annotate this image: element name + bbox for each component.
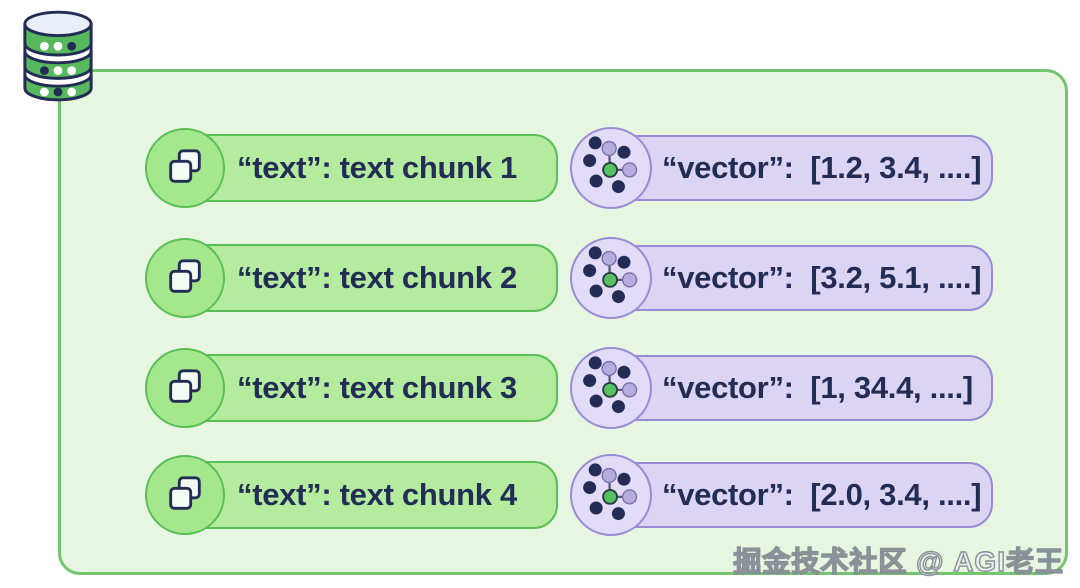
watermark: 掘金技术社区 @ AGI老王 bbox=[733, 545, 1064, 577]
vector-label: “vector”: [3.2, 5.1, ....] bbox=[662, 260, 982, 295]
text-chunk-pill: “text”: text chunk 4 bbox=[163, 461, 558, 529]
copy-squares-icon bbox=[169, 369, 201, 403]
vector-badge bbox=[570, 347, 652, 429]
vector-nodes-icon bbox=[583, 463, 638, 521]
copy-squares-icon bbox=[169, 476, 201, 510]
text-chunk-label: “text”: text chunk 1 bbox=[237, 150, 517, 185]
vector-label: “vector”: [2.0, 3.4, ....] bbox=[662, 477, 982, 512]
copy-squares-icon bbox=[169, 149, 201, 183]
vector-badge bbox=[570, 454, 652, 536]
vector-label: “vector”: [1.2, 3.4, ....] bbox=[662, 150, 982, 185]
vector-nodes-icon bbox=[583, 136, 638, 194]
vector-badge bbox=[570, 237, 652, 319]
text-chunk-badge bbox=[145, 348, 225, 428]
record-row: “text”: text chunk 3 “vector”: [1, 34.4,… bbox=[0, 346, 1080, 430]
record-row: “text”: text chunk 1 “vector”: [1.2, 3.4… bbox=[0, 126, 1080, 210]
vector-label: “vector”: [1, 34.4, ....] bbox=[662, 370, 973, 405]
vector-pill: “vector”: [1, 34.4, ....] bbox=[578, 355, 993, 421]
text-chunk-label: “text”: text chunk 3 bbox=[237, 370, 517, 405]
text-chunk-badge bbox=[145, 238, 225, 318]
vector-badge bbox=[570, 127, 652, 209]
database-icon bbox=[23, 10, 93, 102]
copy-squares-icon bbox=[169, 259, 201, 293]
text-chunk-badge bbox=[145, 455, 225, 535]
text-chunk-pill: “text”: text chunk 2 bbox=[163, 244, 558, 312]
vector-nodes-icon bbox=[583, 246, 638, 304]
text-chunk-label: “text”: text chunk 4 bbox=[237, 477, 517, 512]
text-chunk-label: “text”: text chunk 2 bbox=[237, 260, 517, 295]
text-chunk-pill: “text”: text chunk 1 bbox=[163, 134, 558, 202]
vector-nodes-icon bbox=[583, 356, 638, 414]
record-row: “text”: text chunk 2 “vector”: [3.2, 5.1… bbox=[0, 236, 1080, 320]
text-chunk-badge bbox=[145, 128, 225, 208]
record-row: “text”: text chunk 4 “vector”: [2.0, 3.4… bbox=[0, 453, 1080, 537]
